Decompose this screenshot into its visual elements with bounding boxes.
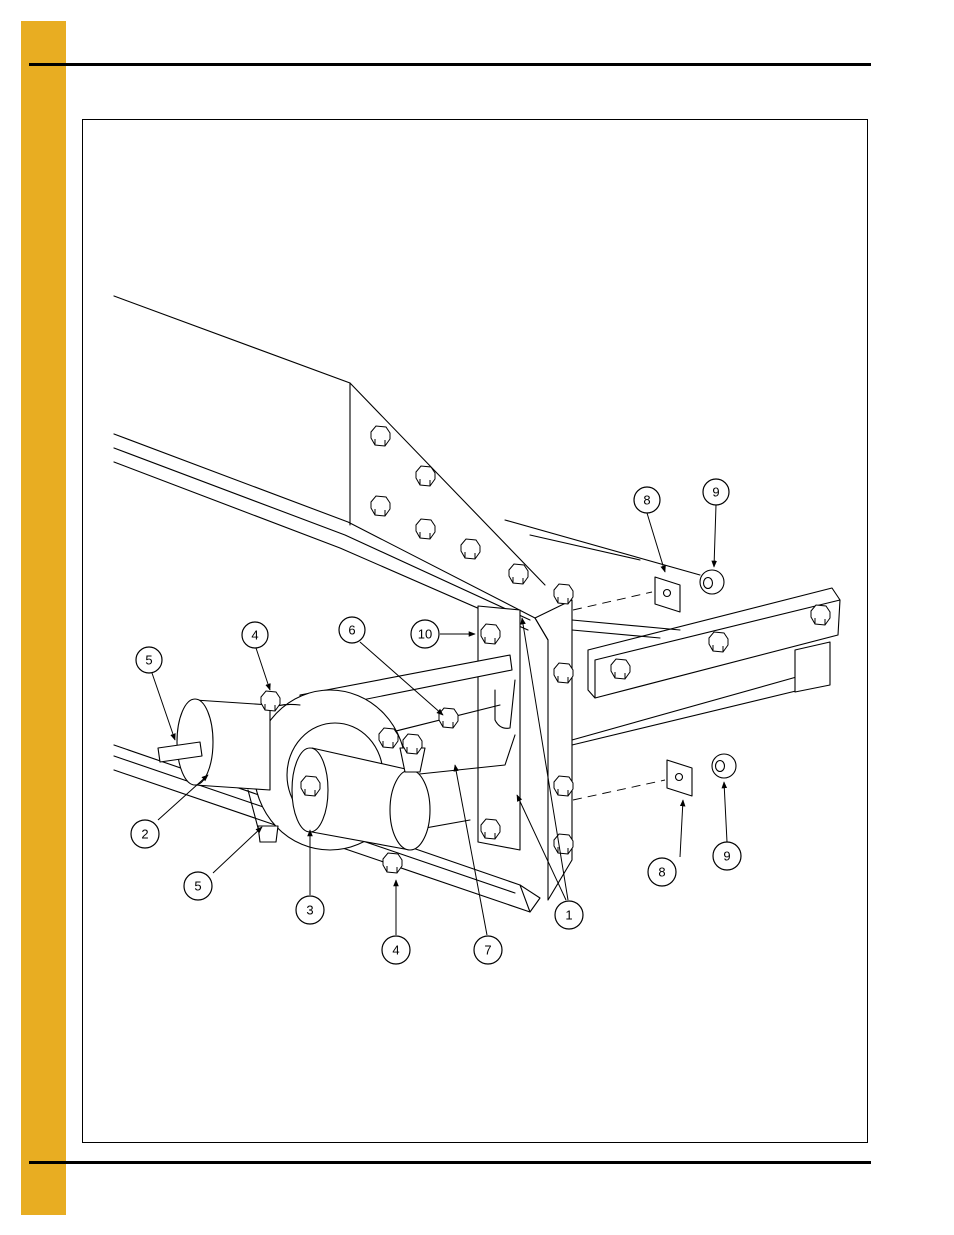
callout-7: 7 bbox=[474, 936, 502, 964]
callout-1: 1 bbox=[555, 901, 583, 929]
callout-4-lower: 4 bbox=[382, 936, 410, 964]
callout-8-lower: 8 bbox=[648, 858, 676, 886]
svg-text:4: 4 bbox=[392, 943, 399, 958]
svg-text:9: 9 bbox=[712, 485, 719, 500]
callout-9-lower: 9 bbox=[713, 842, 741, 870]
svg-text:9: 9 bbox=[723, 849, 730, 864]
svg-text:6: 6 bbox=[348, 623, 355, 638]
svg-text:5: 5 bbox=[145, 653, 152, 668]
callout-2: 2 bbox=[131, 820, 159, 848]
svg-text:8: 8 bbox=[658, 865, 665, 880]
callout-5-lower: 5 bbox=[184, 872, 212, 900]
svg-text:10: 10 bbox=[418, 627, 432, 642]
callout-4-upper: 4 bbox=[242, 622, 268, 648]
svg-text:4: 4 bbox=[251, 628, 258, 643]
callout-5-upper: 5 bbox=[136, 647, 162, 673]
svg-text:3: 3 bbox=[306, 903, 313, 918]
mounting-plate bbox=[535, 600, 572, 900]
upper-frame-rail bbox=[114, 296, 700, 630]
callout-10: 10 bbox=[411, 620, 439, 648]
callout-3: 3 bbox=[296, 896, 324, 924]
svg-text:5: 5 bbox=[194, 879, 201, 894]
callout-9-upper: 9 bbox=[703, 479, 729, 505]
svg-text:2: 2 bbox=[141, 827, 148, 842]
callout-8-upper: 8 bbox=[634, 487, 660, 513]
svg-text:7: 7 bbox=[484, 943, 491, 958]
svg-text:1: 1 bbox=[565, 908, 572, 923]
svg-text:8: 8 bbox=[643, 493, 650, 508]
callout-6: 6 bbox=[339, 617, 365, 643]
